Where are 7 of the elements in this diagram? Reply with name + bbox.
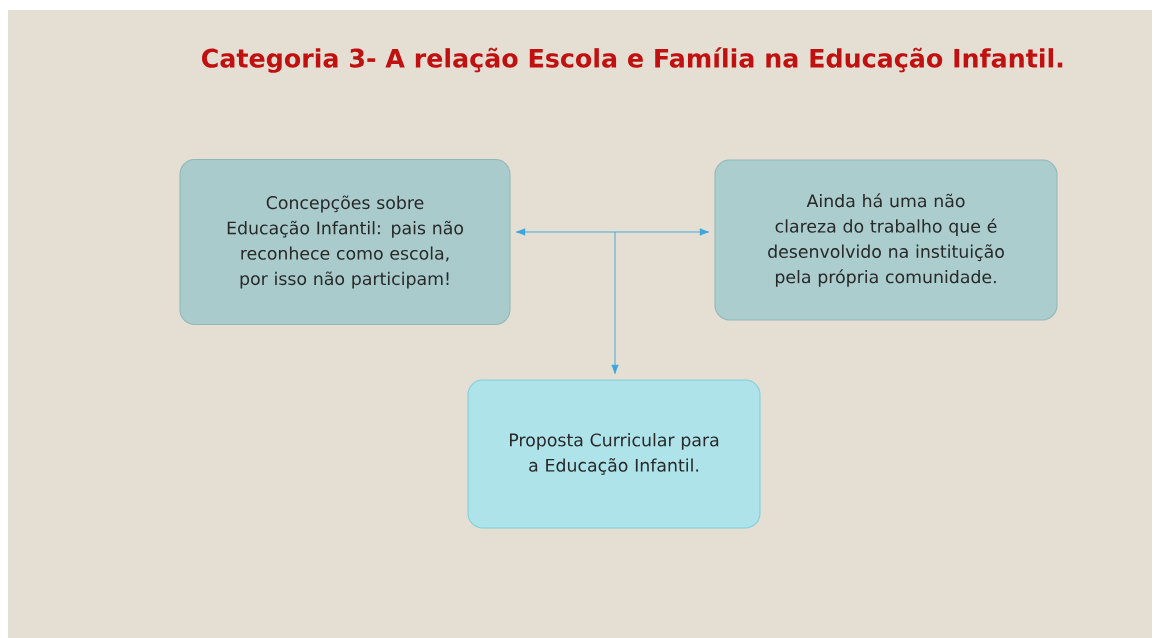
- arrow: [611, 231, 619, 374]
- text-box: Ainda há uma não clareza do trabalho que é desenvolvido na instituição pela própria comunidade.: [714, 159, 1058, 321]
- arrow: [614, 228, 709, 236]
- arrow: [516, 228, 616, 236]
- text-box: Concepções sobre Educação Infantil: pais não reconhece como escola, por isso não participam!: [179, 158, 511, 326]
- text-box: Proposta Curricular para a Educação Infantil.: [467, 379, 761, 529]
- title: Categoria 3- A relação Escola e Família na Educação Infantil.: [201, 47, 1063, 73]
